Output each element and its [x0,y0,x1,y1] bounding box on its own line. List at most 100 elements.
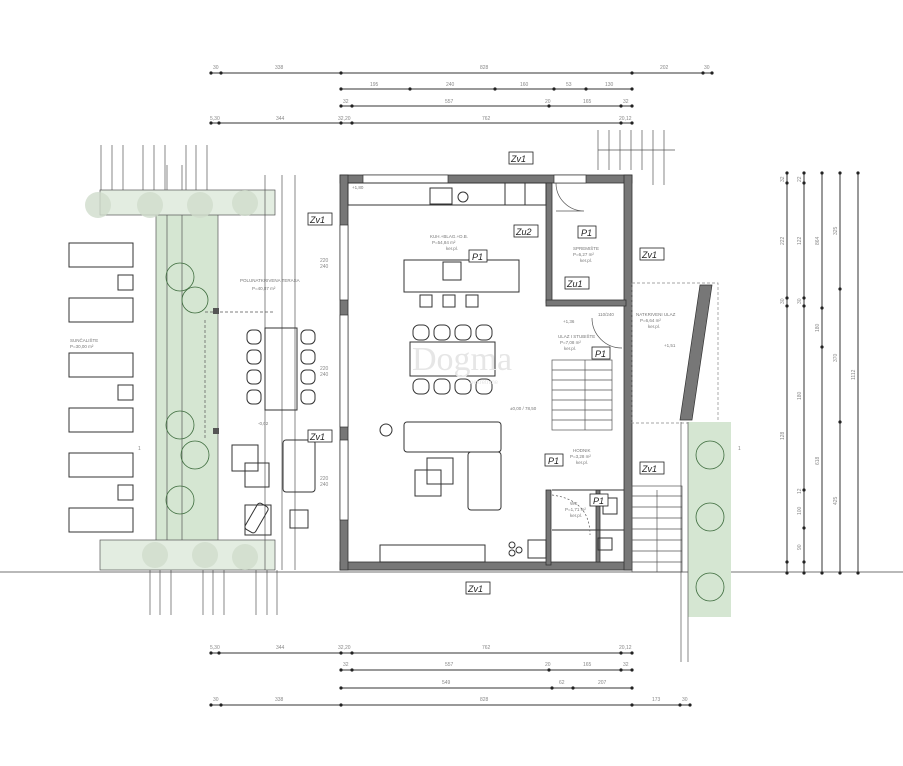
svg-text:12: 12 [797,488,803,494]
svg-text:195: 195 [370,82,379,88]
svg-text:KUH.+BLAG.+D.B.: KUH.+BLAG.+D.B. [430,234,468,239]
svg-text:207: 207 [598,680,607,686]
svg-text:30: 30 [704,65,710,71]
svg-text:122: 122 [797,236,803,245]
svg-text:240: 240 [320,482,329,488]
svg-text:WC: WC [570,501,578,506]
svg-text:P1: P1 [595,349,606,359]
svg-text:P=6,64 m²: P=6,64 m² [640,318,661,323]
svg-text:22: 22 [797,176,803,182]
svg-text:160: 160 [520,82,529,88]
svg-text:130: 130 [605,82,614,88]
svg-text:HODNIK: HODNIK [573,448,591,453]
svg-text:nekretnine: nekretnine [470,380,499,386]
garden-strip-left: SUNČALIŠTE P=30,00 m² [68,145,278,615]
svg-text:202: 202 [660,65,669,71]
dining-table [409,324,496,395]
svg-text:5,30: 5,30 [210,645,220,651]
svg-text:173: 173 [652,697,661,703]
svg-text:POLUNATKRIVENA TERASA: POLUNATKRIVENA TERASA [240,278,300,283]
svg-text:P1: P1 [581,228,592,238]
svg-text:370: 370 [833,353,839,362]
svg-text:128: 128 [780,431,786,440]
covered-entry: NATKRIVENI ULAZ P=6,64 m² ker.pl. +1,51 [138,130,741,662]
svg-text:32: 32 [343,99,349,105]
svg-text:325: 325 [833,226,839,235]
svg-text:338: 338 [275,65,284,71]
svg-text:20: 20 [545,99,551,105]
svg-text:SPREMIŠTE: SPREMIŠTE [573,245,599,251]
svg-text:864: 864 [815,236,821,245]
svg-text:+1,80: +1,80 [352,185,364,190]
svg-text:32: 32 [780,176,786,182]
svg-text:30: 30 [780,298,786,304]
svg-text:32,20: 32,20 [338,645,351,651]
svg-text:762: 762 [482,116,491,122]
svg-text:222: 222 [780,236,786,245]
svg-text:ker.pl.: ker.pl. [576,460,588,465]
svg-text:ker.pl.: ker.pl. [580,258,592,263]
tree-icon [165,262,210,515]
svg-text:220: 220 [320,258,329,264]
svg-text:338: 338 [275,697,284,703]
terrace-dining-table [246,327,316,411]
svg-text:Zv1: Zv1 [510,154,526,164]
svg-text:5,30: 5,30 [210,116,220,122]
window-labels: 220 240 220 240 220 240 [320,258,329,488]
svg-text:Zv1: Zv1 [467,584,483,594]
svg-text:P=1,71 m²: P=1,71 m² [565,507,586,512]
staircase [551,359,613,431]
svg-text:20,12: 20,12 [619,116,632,122]
svg-text:240: 240 [320,264,329,270]
top-dimensions: 30 338 828 202 30 195 240 160 53 130 32 … [209,65,714,125]
svg-text:30: 30 [213,65,219,71]
svg-text:P=40,87 m²: P=40,87 m² [252,286,276,291]
svg-text:62: 62 [559,680,565,686]
svg-text:828: 828 [480,65,489,71]
svg-text:+1,51: +1,51 [664,343,676,348]
svg-text:1: 1 [738,446,741,452]
svg-text:20,12: 20,12 [619,645,632,651]
svg-text:1112: 1112 [851,369,857,380]
svg-text:30: 30 [682,697,688,703]
svg-text:P=6,27 m²: P=6,27 m² [573,252,594,257]
svg-text:32,20: 32,20 [338,116,351,122]
svg-text:32: 32 [623,99,629,105]
sun-loungers [68,242,134,533]
svg-text:Zv1: Zv1 [309,215,325,225]
svg-text:ker.pl.: ker.pl. [570,513,582,518]
svg-text:P=7,08 m²: P=7,08 m² [560,340,581,345]
watermark: Dogma [412,341,512,378]
svg-text:165: 165 [583,99,592,105]
svg-text:240: 240 [320,372,329,378]
svg-text:P1: P1 [548,456,559,466]
svg-text:1: 1 [138,446,141,452]
svg-text:762: 762 [482,645,491,651]
svg-text:Zv1: Zv1 [641,464,657,474]
svg-text:20: 20 [545,662,551,668]
svg-text:100: 100 [797,506,803,515]
svg-text:549: 549 [442,680,451,686]
svg-text:Zu1: Zu1 [566,279,583,289]
svg-text:220: 220 [320,366,329,372]
svg-text:30: 30 [213,697,219,703]
svg-text:ker.pl.: ker.pl. [648,324,660,329]
svg-text:53: 53 [566,82,572,88]
svg-text:30: 30 [797,298,803,304]
svg-text:180: 180 [815,323,821,332]
svg-text:SUNČALIŠTE: SUNČALIŠTE [70,337,98,343]
svg-text:+1,36: +1,36 [563,319,575,324]
svg-text:Zu2: Zu2 [515,227,532,237]
svg-text:P=3,28 m²: P=3,28 m² [570,454,591,459]
svg-text:P1: P1 [472,252,483,262]
svg-text:425: 425 [833,496,839,505]
house: KUH.+BLAG.+D.B. P=54,84 m² ker.pl. +1,80… [339,174,633,571]
svg-text:32: 32 [343,662,349,668]
svg-text:ULAZ I STUBIŠTE: ULAZ I STUBIŠTE [558,333,595,339]
svg-text:Zv1: Zv1 [641,250,657,260]
tag-texts: Zv1 Zv1 Zu2 P1 Zv1 P1 Zu1 P1 Zv1 P1 Zv1 … [309,154,657,594]
svg-text:Zv1: Zv1 [309,432,325,442]
element-tags [307,151,665,595]
kitchen [347,182,547,308]
